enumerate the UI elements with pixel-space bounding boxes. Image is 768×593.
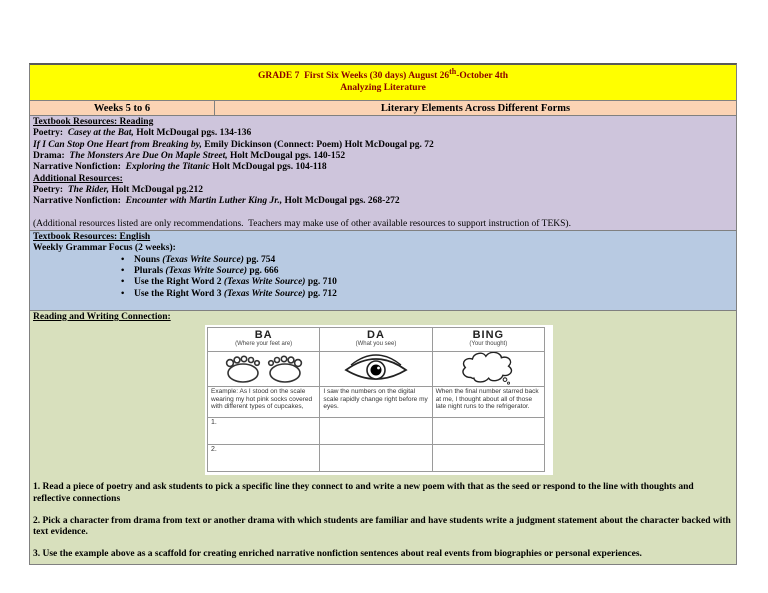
bing-example-text: When the final number starred back at me… xyxy=(432,387,544,419)
da-example-text: I saw the numbers on the digital scale r… xyxy=(320,387,432,419)
row-1-label: 1. xyxy=(208,418,320,446)
da-column: DA (What you see) xyxy=(320,328,433,472)
row-2-label: 2. xyxy=(211,446,217,454)
ba-title: BA xyxy=(254,329,273,342)
connection-heading: Reading and Writing Connection: xyxy=(33,312,171,322)
unit-title-label: Literary Elements Across Different Forms xyxy=(380,103,571,114)
feet-icon xyxy=(224,353,304,385)
bing-column: BING (Your thought) When the final num xyxy=(432,328,544,471)
thought-cloud-icon xyxy=(446,352,530,386)
ba-column: BA (Where your feet are) xyxy=(208,328,321,472)
ba-da-bing-image: BA (Where your feet are) xyxy=(205,325,553,476)
ba-da-bing-table: BA (Where your feet are) xyxy=(207,327,545,473)
week-row: Weeks 5 to 6 Literary Elements Across Di… xyxy=(30,101,736,116)
ba-example-text: Example: As I stood on the scale wearing… xyxy=(208,387,320,419)
eye-icon xyxy=(343,353,409,385)
curriculum-table: GRADE 7 First Six Weeks (30 days) August… xyxy=(29,63,737,565)
week-range-label: Weeks 5 to 6 xyxy=(30,101,215,115)
activity-paragraphs: 1. Read a piece of poetry and ask studen… xyxy=(33,482,731,560)
grade-title-banner: GRADE 7 First Six Weeks (30 days) August… xyxy=(30,65,736,101)
bing-subtitle: (Your thought) xyxy=(469,341,508,348)
ba-subtitle: (Where your feet are) xyxy=(235,341,293,348)
da-subtitle: (What you see) xyxy=(355,341,397,348)
reading-writing-connection-section: Reading and Writing Connection: BA (Wher… xyxy=(30,311,736,564)
bing-title: BING xyxy=(472,329,505,342)
da-title: DA xyxy=(367,329,385,342)
